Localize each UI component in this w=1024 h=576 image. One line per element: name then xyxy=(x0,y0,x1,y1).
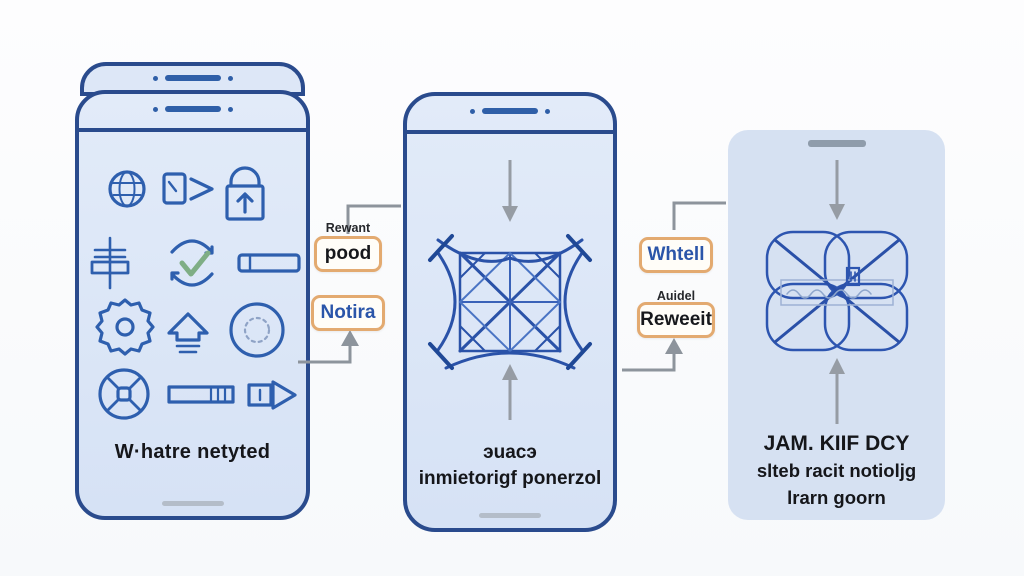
down-arrow-icon xyxy=(828,160,845,220)
phone-1-icon-grid xyxy=(90,166,301,420)
lock-upload-icon xyxy=(225,166,265,221)
progress-bar-icon xyxy=(167,385,235,404)
sync-check-icon xyxy=(170,239,214,287)
gear-icon xyxy=(95,298,155,356)
home-indicator xyxy=(161,501,224,506)
phone-2-bezel xyxy=(407,96,613,134)
phone-2-caption-line-2: inmietorigf ponerzol xyxy=(418,468,602,489)
filter-sliders-icon xyxy=(90,236,130,290)
connector-1-arrowhead xyxy=(341,330,359,346)
tag-notira: Notira xyxy=(311,295,385,331)
speaker-icon xyxy=(470,108,550,114)
tag-reweeit: Reweeit xyxy=(637,302,715,338)
phone-1-bezel xyxy=(79,94,306,132)
tag-pood: pood xyxy=(314,236,382,272)
phone-1: W·hatre netyted xyxy=(75,90,310,520)
phone-2: эuacэ inmietorigf ponerzol xyxy=(403,92,617,532)
connector-2-arrowhead xyxy=(665,338,683,354)
speaker-bar-icon xyxy=(807,140,866,147)
battery-icon xyxy=(237,253,301,273)
phone-2-caption-line-1: эuacэ xyxy=(483,442,537,463)
up-arrow-icon xyxy=(828,358,845,424)
speaker-icon xyxy=(152,106,233,112)
export-arrow-icon xyxy=(247,380,297,410)
up-arrow-icon xyxy=(502,364,518,420)
connector-2-bottom-elbow xyxy=(622,350,676,372)
document-share-icon xyxy=(162,172,214,205)
down-arrow-icon xyxy=(502,160,518,222)
phone-2-caption: эuacэ inmietorigf ponerzol xyxy=(407,440,613,492)
knot-pattern xyxy=(765,230,908,352)
connector-2-note: Auidel xyxy=(656,289,696,303)
geometric-pattern xyxy=(428,234,592,370)
record-icon xyxy=(229,302,285,358)
home-indicator xyxy=(479,513,541,518)
phone-3-caption-line-1: JAM. KIIF DCY xyxy=(763,432,910,455)
phone-3-caption: JAM. KIIF DCY slteb racit notioljg lrarn… xyxy=(728,430,945,511)
phone-3-card: JAM. KIIF DCY slteb racit notioljg lrarn… xyxy=(728,130,945,520)
tag-whtell: Whtell xyxy=(639,237,713,273)
globe-icon xyxy=(108,170,146,208)
wheel-icon xyxy=(98,368,150,420)
phone-1-caption: W·hatre netyted xyxy=(114,441,271,463)
connector-1-note: Rewant xyxy=(325,221,371,235)
phone-3-caption-line-3: lrarn goorn xyxy=(787,487,886,508)
home-upload-icon xyxy=(167,312,209,354)
connector-2-top-elbow xyxy=(672,201,726,230)
speaker-icon xyxy=(152,75,233,81)
phone-3-caption-line-2: slteb racit notioljg xyxy=(756,460,917,481)
